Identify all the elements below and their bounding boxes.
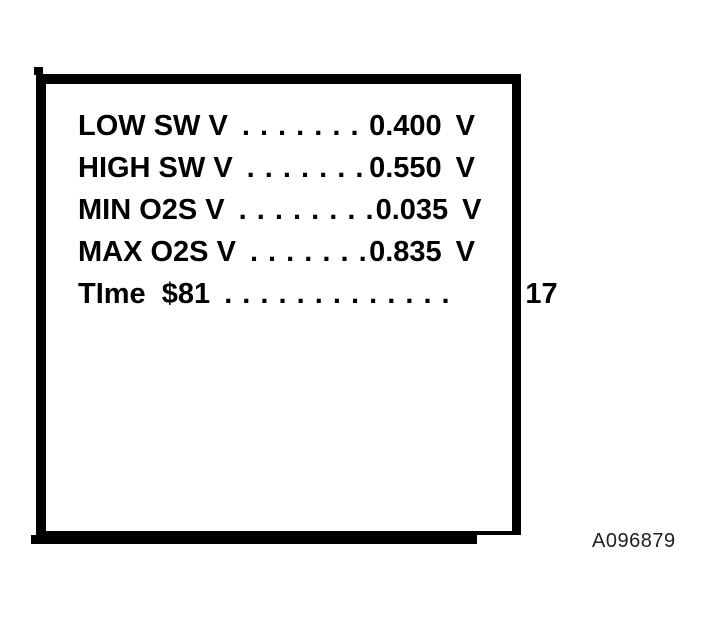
parameter-value: 0.035 [375,194,449,226]
leader-dots: . . . . . . . [241,110,360,142]
display-row-min-o2s-v: MIN O2S V . . . . . . . . 0.035 V [46,196,512,225]
parameter-value: 0.835 [369,236,442,268]
parameter-unit: V [455,236,475,268]
parameter-reading: 17 [451,278,558,310]
figure-id: A096879 [592,530,676,552]
parameter-reading: 0.550 V [368,154,475,183]
parameter-unit: V [455,110,475,142]
leader-dots: . . . . . . . [246,152,365,184]
leader-dots: . . . . . . . . . . . . . [224,278,451,310]
parameter-reading: 0.400 V [368,112,475,141]
parameter-label: LOW SW V [78,110,228,142]
parameter-label: MAX O2S V [78,236,236,268]
parameter-unit: V [455,152,475,184]
parameter-value: 17 [525,278,558,310]
display-row-max-o2s-v: MAX O2S V . . . . . . . 0.835 V [46,238,512,267]
display-row-high-sw-v: HIGH SW V . . . . . . . 0.550 V [46,154,512,183]
parameter-label: MIN O2S V [78,194,225,226]
parameter-value: 0.550 [369,152,442,184]
parameter-reading: 0.035 V [375,196,482,225]
parameter-list: LOW SW V . . . . . . . 0.400 V HIGH SW V… [46,112,558,322]
parameter-label: HIGH SW V [78,152,233,184]
display-row-low-sw-v: LOW SW V . . . . . . . 0.400 V [46,112,512,141]
display-row-time: TIme $81 . . . . . . . . . . . . . 17 [46,278,558,310]
leader-dots: . . . . . . . . [238,194,375,226]
parameter-unit: V [462,194,482,226]
parameter-label: TIme $81 [78,278,211,310]
parameter-value: 0.400 [369,110,442,142]
box-shadow-artifact [31,535,477,544]
parameter-reading: 0.835 V [368,238,475,267]
scan-tool-display-box: LOW SW V . . . . . . . 0.400 V HIGH SW V… [36,74,558,535]
corner-print-artifact [34,67,43,75]
leader-dots: . . . . . . . [249,236,368,268]
